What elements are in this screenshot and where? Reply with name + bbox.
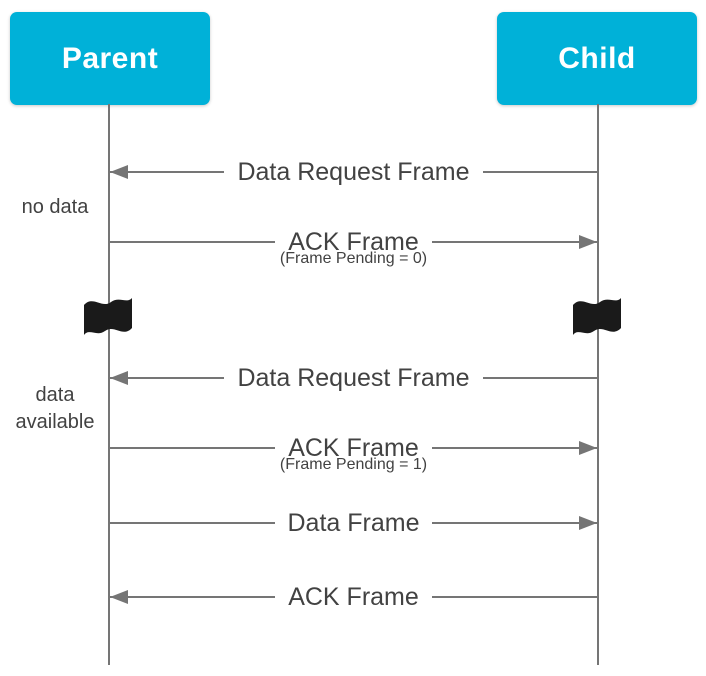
lifeline-child: [597, 104, 599, 665]
annotation-data-available: data available: [15, 384, 95, 433]
node-parent: Parent: [10, 12, 210, 105]
message-ack-final: ACK Frame: [109, 583, 598, 611]
arrowhead-right-icon: [579, 441, 597, 455]
message-data-request-1: Data Request Frame: [109, 158, 598, 186]
message-label: ACK Frame: [275, 434, 432, 462]
arrowhead-left-icon: [110, 590, 128, 604]
arrowhead-left-icon: [110, 371, 128, 385]
arrowhead-left-icon: [110, 165, 128, 179]
message-label: ACK Frame: [275, 228, 432, 256]
annotation-no-data: no data: [21, 196, 89, 218]
node-child: Child: [497, 12, 697, 105]
node-child-label: Child: [558, 41, 636, 75]
flag-icon: [84, 298, 132, 335]
message-data-request-2: Data Request Frame: [109, 364, 598, 392]
message-label: Data Request Frame: [224, 158, 483, 186]
message-label: Data Request Frame: [224, 364, 483, 392]
arrowhead-right-icon: [579, 235, 597, 249]
message-data-frame: Data Frame: [109, 509, 598, 537]
flag-icon: [573, 298, 621, 335]
message-sublabel: (Frame Pending = 1): [279, 456, 428, 473]
message-label: ACK Frame: [275, 583, 432, 611]
arrowhead-right-icon: [579, 516, 597, 530]
lifeline-parent: [108, 104, 110, 665]
node-parent-label: Parent: [61, 41, 159, 75]
message-ack-pending-0: ACK Frame (Frame Pending = 0): [109, 228, 598, 267]
message-label: Data Frame: [274, 509, 433, 537]
message-ack-pending-1: ACK Frame (Frame Pending = 1): [109, 434, 598, 473]
message-sublabel: (Frame Pending = 0): [279, 250, 428, 267]
